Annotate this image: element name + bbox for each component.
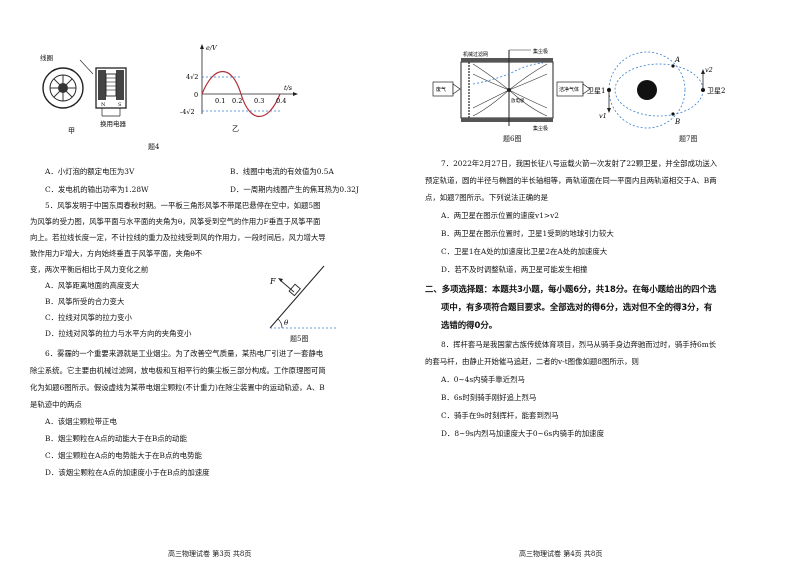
- fig4-caption: 题4: [148, 143, 160, 151]
- q8-option-c: C．骑手在9s时刻挥杆，能套到烈马: [441, 411, 559, 420]
- v1-label: v1: [599, 112, 607, 120]
- q6-option-b: B．烟尘颗粒在A点的动能大于在B点的动能: [45, 434, 187, 443]
- fig4-sub-a: 甲: [68, 127, 75, 135]
- point-b-dot: [671, 112, 675, 116]
- fig6-filter-label: 机械过滤网: [463, 51, 488, 58]
- x-tick-2: 0.3: [254, 97, 264, 105]
- q6-line-3: 化为如题6图所示。假设虚线为某带电烟尘颗粒(不计重力)在除尘装置中的运动轨迹，A…: [30, 383, 325, 392]
- q5-option-c: C．拉线对风筝的拉力变小: [45, 313, 132, 322]
- angle-arc: [277, 318, 283, 329]
- q4-option-d: D．一周期内线圈产生的焦耳热为0.32J: [230, 185, 359, 194]
- q8-option-a: A．0~4s内骑手靠近烈马: [441, 375, 525, 384]
- q5-line-3: 向上。若拉线长度一定，不计拉线的重力及拉线受到风的作用力，一段时间后，风力增大导: [30, 233, 326, 242]
- fig6-outlet-label: 洁净气体: [559, 86, 579, 93]
- q5-line-5: 变，两次平衡后相比于风力变化之前: [30, 265, 149, 274]
- fig6-collector-label-2: 集尘极: [533, 125, 548, 132]
- q7-option-c: C．卫星1在A处的加速度比卫星2在A处的加速度大: [441, 247, 608, 256]
- q6-option-a: A．该烟尘颗粒带正电: [45, 417, 117, 426]
- pole-s-letter: S: [118, 102, 122, 108]
- fig6-precipitator-diagram: 机械过滤网 集尘极 放电极 集尘极 废气 洁净气体: [432, 48, 591, 132]
- fig4-device-label: 换用电器: [100, 120, 126, 128]
- x-tick-1: 0.2: [232, 97, 242, 105]
- fig4-generator-diagram: N S: [42, 59, 127, 117]
- q7-line-3: 点，如题7图所示。下列说法正确的是: [425, 193, 548, 202]
- collector-plate-top: [461, 58, 553, 62]
- magnet-frame: [95, 67, 127, 109]
- q6-option-d: D．该烟尘颗粒在A点的加速度小于在B点的加速度: [45, 468, 210, 477]
- section2-line-2: 项中，有多项符合题目要求。全部选对的得6分，选对但不全的得3分，有: [441, 302, 713, 312]
- point-a-label: A: [674, 56, 680, 64]
- right-page: 机械过滤网 集尘极 放电极 集尘极 废气 洁净气体 题6图 卫星1 卫星2 A …: [397, 0, 794, 561]
- magnet-pole-n: [98, 70, 106, 100]
- stator-outer-ring: [42, 67, 84, 109]
- q8-option-b: B．6s时刻骑手刚好追上烈马: [441, 393, 537, 402]
- collector-plate-bottom: [461, 118, 553, 122]
- q8-line-1: 8．挥杆套马是我国蒙古族传统体育项目，烈马从骑手身边奔驰而过时，骑手持6m长: [441, 340, 717, 349]
- force-f-arrow: [279, 279, 295, 293]
- point-b-label: B: [674, 118, 680, 126]
- y-top-label: 4√2: [186, 73, 198, 81]
- fig6-caption: 题6图: [503, 135, 522, 143]
- emf-sine-curve: [201, 70, 281, 118]
- left-page: N S 线圈 换用电器 甲 4√2 0 -4√2 e/V t/s 0.1 0.2…: [30, 44, 359, 558]
- section2-line-3: 选错的得0分。: [441, 320, 498, 330]
- fig4-sub-b: 乙: [232, 125, 239, 133]
- magnet-pole-s: [116, 70, 124, 100]
- q8-line-2: 的套马杆，由静止开始催马追赶，二者的v-t图像如题8图所示，则: [425, 357, 639, 366]
- point-a-dot: [671, 64, 675, 68]
- y-zero-label: 0: [194, 91, 198, 99]
- section2-line-1: 二、多项选择题：本题共3小题，每小题6分，共18分。在每小题给出的四个选: [425, 284, 717, 294]
- coil-block: [105, 73, 117, 97]
- q5-option-d: D．拉线对风筝的拉力与水平方向的夹角变小: [45, 329, 192, 338]
- q4-option-a: A．小灯泡的额定电压为3V: [45, 167, 135, 176]
- q7-option-a: A．两卫星在图示位置的速度v1>v2: [441, 211, 559, 220]
- q6-line-1: 6．雾霾的一个重要来源就是工业烟尘。为了改善空气质量，某热电厂引进了一套静电: [45, 349, 324, 358]
- fig7-orbit-diagram: 卫星1 卫星2 A B v1 v2: [587, 51, 725, 129]
- q7-line-2: 预定轨道，圆的半径与椭圆的半长轴相等，两轨道面在同一平面内且两轨道相交于A、B两: [425, 176, 717, 185]
- sat2-label: 卫星2: [707, 87, 725, 95]
- fig4-coil-label: 线圈: [40, 54, 53, 62]
- fig5-kite-diagram: F θ: [269, 265, 336, 329]
- q5-line-2: 为风筝的受力图，风筝平面与水平面的夹角为θ，风筝受到空气的作用力F垂直于风筝平面: [30, 217, 321, 226]
- kite-plane: [269, 265, 325, 329]
- pole-n-letter: N: [101, 102, 106, 108]
- x-axis-title: t/s: [284, 84, 293, 92]
- coil-pointer-line: [79, 59, 94, 75]
- particle-trajectory: [472, 62, 544, 85]
- angle-theta-label: θ: [284, 319, 289, 327]
- y-bottom-label: -4√2: [180, 108, 195, 116]
- q6-line-2: 除尘系统。它主要由机械过滤网，放电极和互相平行的集尘板三部分构成。工作原理图可简: [30, 366, 326, 375]
- left-page-footer: 高三物理试卷 第3页 共8页: [168, 550, 252, 558]
- q8-option-d: D．8~9s内烈马加速度大于0~6s内骑手的加速度: [441, 429, 604, 438]
- force-f-label: F: [269, 277, 276, 286]
- q5-line-1: 5．风筝发明于中国东周春秋时期。一平板三角形风筝不带尾巴悬停在空中，如题5图: [45, 201, 321, 210]
- elliptical-orbit: [614, 63, 704, 117]
- q4-option-c: C．发电机的输出功率为1.28W: [45, 185, 149, 194]
- q7-line-1: 7．2022年2月27日，我国长征八号运载火箭一次发射了22颗卫星，并全部成功送…: [441, 159, 718, 168]
- circular-orbit: [608, 51, 686, 129]
- fig6-discharge-label: 放电极: [511, 97, 525, 104]
- q5-option-a: A．风筝距离地面的高度变大: [45, 281, 140, 290]
- q7-option-d: D．若不及时调整轨道，两卫星可能发生相撞: [441, 265, 588, 274]
- v2-label: v2: [705, 66, 713, 74]
- fig4-emf-graph: 4√2 0 -4√2 e/V t/s 0.1 0.2 0.3 0.4: [180, 44, 298, 118]
- x-tick-3: 0.4: [276, 97, 286, 105]
- sat1-label: 卫星1: [587, 87, 605, 95]
- earth: [637, 80, 657, 100]
- q5-line-4: 致作用力F增大，方向始终垂直于风筝平面，夹角θ不: [30, 249, 203, 258]
- right-page-footer: 高三物理试卷 第4页 共8页: [519, 550, 603, 558]
- q4-option-b: B．线圈中电流的有效值为0.5A: [230, 167, 334, 176]
- y-axis-title: e/V: [206, 44, 218, 52]
- x-tick-0: 0.1: [215, 97, 225, 105]
- fig6-inlet-label: 废气: [436, 86, 446, 93]
- q7-option-b: B．两卫星在图示位置时，卫星1受到的地球引力较大: [441, 229, 614, 238]
- fig6-collector-label: 集尘极: [533, 48, 548, 55]
- fig5-caption: 题5图: [290, 335, 309, 343]
- kite-block: [288, 283, 301, 297]
- q5-option-b: B．风筝所受的合力变大: [45, 297, 125, 306]
- q6-option-c: C．烟尘颗粒在A点的电势能大于在B点的电势能: [45, 451, 202, 460]
- fig7-caption: 题7图: [679, 135, 698, 143]
- q6-line-4: 是轨迹中的两点: [30, 400, 82, 409]
